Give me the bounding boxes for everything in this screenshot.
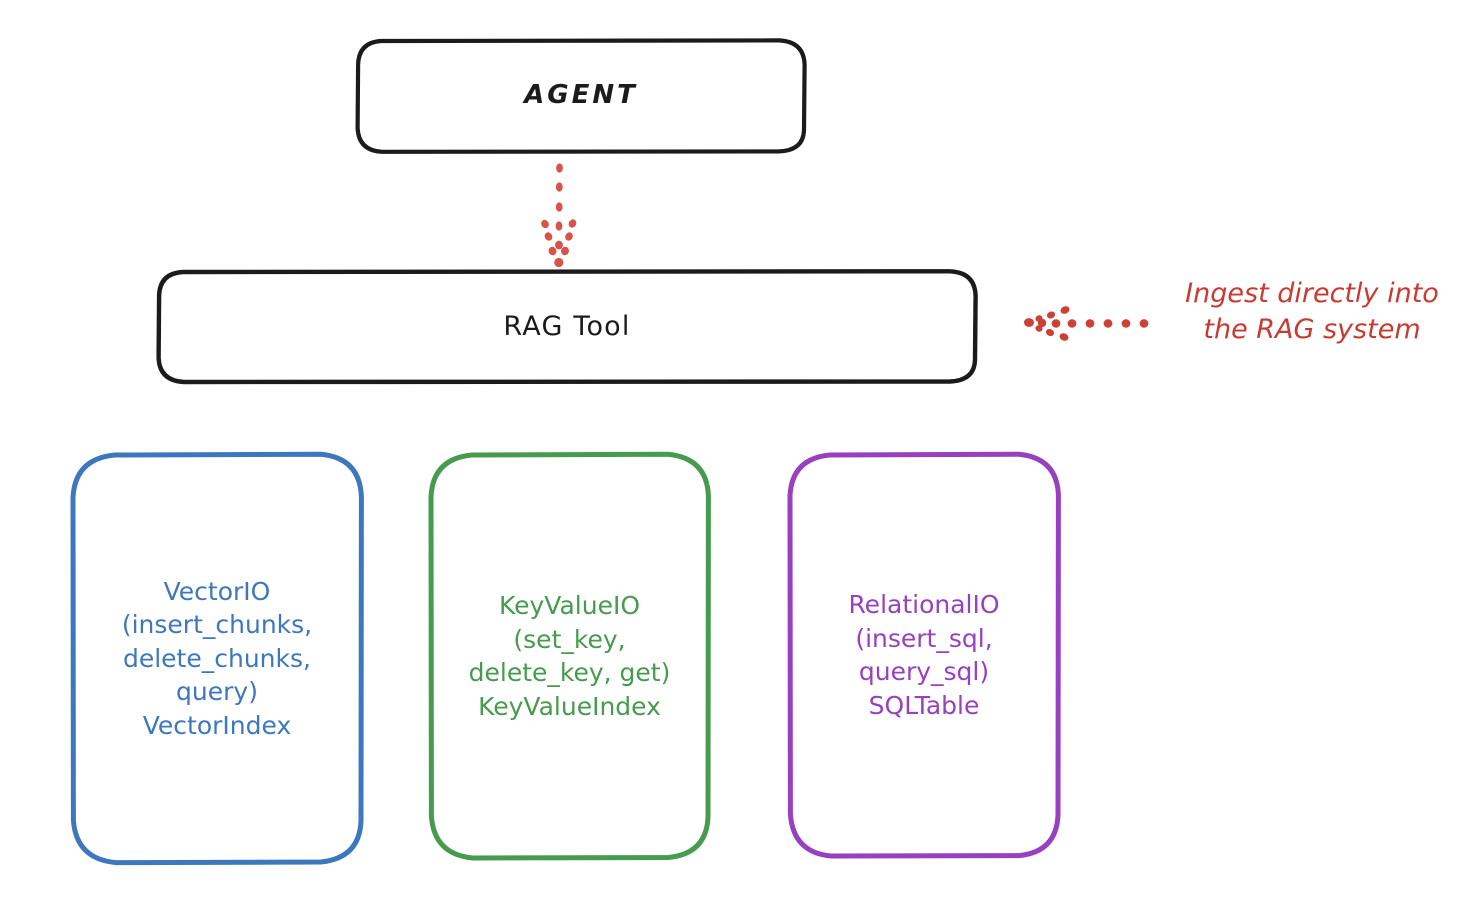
ingest-arrow [1024,306,1149,341]
rag-tool-label: RAG Tool [503,310,631,342]
relational-io-api-label: RelationalIO (insert_sql, query_sql) [848,590,1000,686]
key-value-index-label: KeyValueIndex [478,691,661,721]
key-value-io-api-label: KeyValueIO (set_key, delete_key, get) [468,591,671,687]
node-key-value-io[interactable]: KeyValueIO (set_key, delete_key, get) Ke… [427,451,712,861]
ingest-annotation-text: Ingest directly into the RAG system [1185,278,1439,345]
vector-index-label: VectorIndex [142,710,292,740]
node-relational-io[interactable]: RelationalIO (insert_sql, query_sql) SQL… [786,451,1062,859]
sql-table-label: SQLTable [868,690,980,720]
agent-to-rag-tool-arrow [541,163,577,268]
vector-io-api-label: VectorIO (insert_chunks, delete_chunks, … [121,576,313,707]
node-rag-tool[interactable]: RAG Tool [156,269,978,385]
agent-label: AGENT [524,80,638,111]
node-agent[interactable]: AGENT [355,38,807,154]
node-vector-io[interactable]: VectorIO (insert_chunks, delete_chunks, … [69,451,365,866]
